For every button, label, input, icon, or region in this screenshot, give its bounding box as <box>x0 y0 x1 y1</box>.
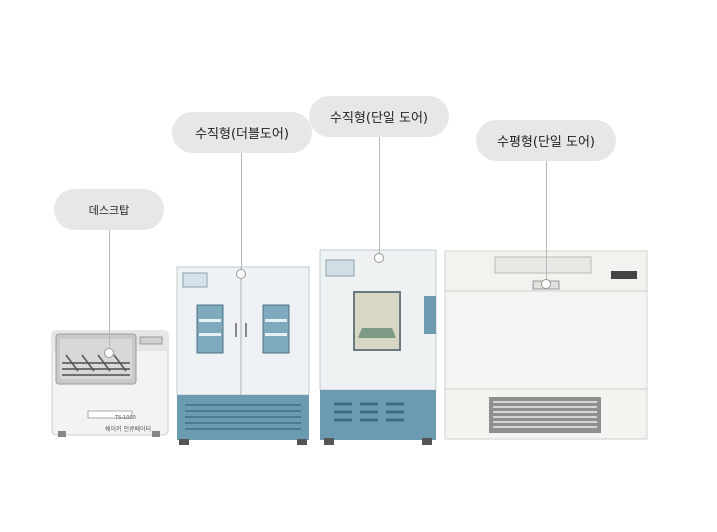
pointer-line-desktop <box>109 230 110 353</box>
label-desktop: 데스크탑 <box>54 189 164 230</box>
desktop-model-label: TS-1000 <box>115 415 136 421</box>
label-horizontal-single-text: 수평형(단일 도어) <box>497 135 595 150</box>
vertical-single-door-incubator <box>319 249 437 445</box>
label-horizontal-single: 수평형(단일 도어) <box>476 120 616 161</box>
pointer-dot-desktop <box>104 348 114 358</box>
desktop-shaker-incubator <box>51 330 169 437</box>
pointer-line-horizontal-single <box>546 161 547 284</box>
label-desktop-text: 데스크탑 <box>88 203 130 217</box>
label-vertical-single: 수직형(단일 도어) <box>309 96 449 137</box>
label-vertical-double: 수직형(더블도어) <box>172 112 312 153</box>
vertical-double-door-incubator <box>176 266 310 445</box>
desktop-caption: 쉐이커 인큐베이터 <box>105 426 152 433</box>
pointer-line-vertical-single <box>379 137 380 258</box>
pointer-dot-horizontal-single <box>541 279 551 289</box>
label-vertical-double-text: 수직형(더블도어) <box>195 127 289 142</box>
pointer-dot-vertical-double <box>236 269 246 279</box>
label-vertical-single-text: 수직형(단일 도어) <box>330 111 428 126</box>
horizontal-single-door-incubator <box>444 250 648 440</box>
pointer-line-vertical-double <box>241 153 242 274</box>
pointer-dot-vertical-single <box>374 253 384 263</box>
